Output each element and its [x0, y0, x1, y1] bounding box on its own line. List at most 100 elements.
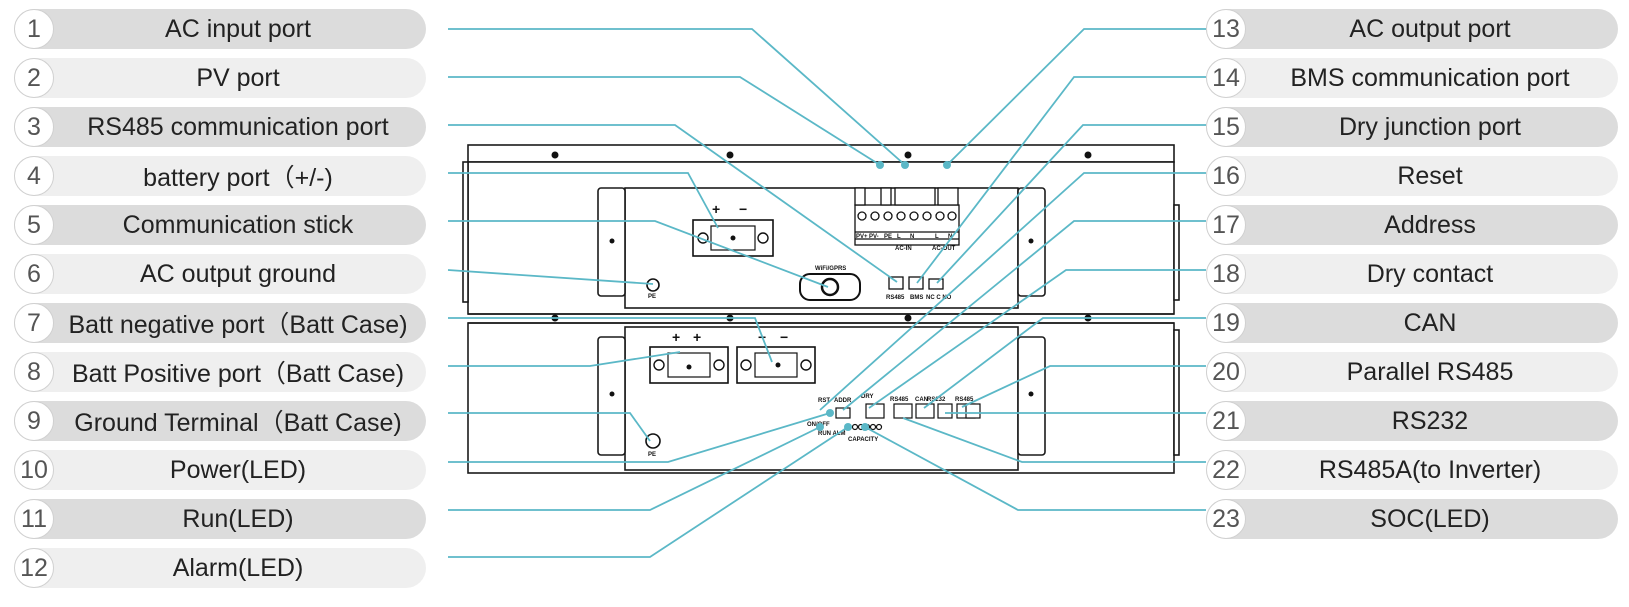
- leader-line-19: [923, 317, 1206, 409]
- callout-number: 3: [14, 107, 54, 147]
- svg-text:ADDR: ADDR: [834, 398, 852, 404]
- svg-text:PE: PE: [648, 294, 656, 300]
- callout-label: Batt Positive port（Batt Case): [71, 360, 405, 388]
- leader-line-20: [961, 365, 1206, 408]
- leader-line-4: [448, 172, 719, 229]
- svg-text:AC-IN: AC-IN: [895, 246, 912, 252]
- leader-line-23: [864, 426, 1206, 511]
- leader-lines: [447, 28, 1206, 558]
- callout-label: Dry junction port: [1338, 112, 1522, 141]
- svg-text:N: N: [910, 234, 914, 240]
- lower-control-area: [835, 403, 981, 419]
- callout-number: 16: [1206, 156, 1246, 196]
- callout-number: 20: [1206, 352, 1246, 392]
- upper-comm-labels: RS485 BMS NC C NO: [886, 295, 952, 301]
- callout-label: Communication stick: [122, 210, 354, 239]
- leader-line-18: [868, 269, 1206, 409]
- ac-pv-terminal-block: [854, 187, 960, 246]
- top-lid: [467, 144, 1175, 163]
- callout-number: 14: [1206, 58, 1246, 98]
- leader-line-11: [448, 426, 821, 511]
- callout-number: 4: [14, 156, 54, 196]
- svg-text:PE: PE: [648, 452, 656, 458]
- callout-number: 15: [1206, 107, 1246, 147]
- upper-comm-ports: [888, 276, 944, 290]
- leader-dot: [861, 423, 869, 431]
- leader-line-8: [448, 351, 681, 367]
- callout-number: 9: [14, 401, 54, 441]
- batt-positive-terminal: + +: [649, 329, 729, 384]
- callout-number: 5: [14, 205, 54, 245]
- svg-text:L: L: [935, 234, 939, 240]
- callout-label: Reset: [1397, 161, 1463, 190]
- leader-line-15: [936, 124, 1206, 284]
- left-callout-1: 1 AC input port: [14, 9, 426, 49]
- battery-minus-sign: −: [739, 201, 747, 217]
- plus-sign-2: +: [693, 329, 701, 345]
- callout-label: AC input port: [165, 14, 311, 43]
- callout-number: 6: [14, 254, 54, 294]
- svg-text:PV-: PV-: [869, 234, 879, 240]
- callout-label: AC output port: [1349, 14, 1511, 43]
- callout-label: Run(LED): [182, 504, 294, 533]
- leader-line-7: [448, 317, 773, 363]
- leader-dot: [876, 161, 884, 169]
- callout-number: 22: [1206, 450, 1246, 490]
- leader-dot: [816, 423, 824, 431]
- callout-label: Dry contact: [1366, 259, 1494, 288]
- leader-dot: [844, 423, 852, 431]
- svg-text:PV+: PV+: [856, 234, 868, 240]
- callout-number: 8: [14, 352, 54, 392]
- callout-number: 1: [14, 9, 54, 49]
- battery-plus-sign: +: [712, 201, 720, 217]
- right-callout-20: 20 Parallel RS485: [1206, 352, 1618, 392]
- leader-line-10: [448, 412, 831, 463]
- svg-text:N: N: [948, 234, 952, 240]
- svg-text:RS485: RS485: [886, 295, 905, 301]
- svg-text:DRY: DRY: [861, 394, 873, 400]
- right-callout-14: 14 BMS communication port: [1206, 58, 1618, 98]
- callout-label: Parallel RS485: [1346, 357, 1514, 386]
- svg-text:L: L: [897, 234, 901, 240]
- callout-label: BMS communication port: [1290, 63, 1570, 92]
- leader-line-3: [448, 124, 898, 283]
- callout-label: PV port: [196, 63, 280, 92]
- callout-number: 7: [14, 303, 54, 343]
- svg-text:RS232: RS232: [927, 397, 946, 403]
- callout-number: 10: [14, 450, 54, 490]
- callout-label: RS232: [1391, 406, 1469, 435]
- callout-label: Alarm(LED): [172, 553, 304, 582]
- callout-label: battery port（+/-): [143, 164, 333, 192]
- batt-ground-terminal: PE: [645, 433, 661, 458]
- ac-output-ground: PE: [646, 278, 660, 300]
- svg-text:CAPACITY: CAPACITY: [848, 437, 878, 443]
- callout-number: 23: [1206, 499, 1246, 539]
- svg-text:RS485: RS485: [955, 397, 974, 403]
- svg-text:RS485: RS485: [890, 397, 909, 403]
- leader-line-16: [819, 172, 1206, 411]
- left-callout-3: 3 RS485 communication port: [14, 107, 426, 147]
- leader-line-6: [447, 269, 654, 285]
- callout-label: CAN: [1403, 308, 1457, 337]
- callout-label: RS485 communication port: [87, 112, 389, 141]
- leader-line-17: [842, 220, 1206, 411]
- leader-dot: [943, 161, 951, 169]
- leader-line-12: [448, 426, 849, 558]
- svg-text:BMS: BMS: [910, 295, 923, 301]
- communication-stick: WiFi/GPRS: [799, 266, 861, 301]
- leader-dot: [826, 409, 834, 417]
- callout-label: Address: [1384, 210, 1476, 239]
- plus-sign-1: +: [672, 329, 680, 345]
- leader-line-22: [902, 417, 1206, 463]
- callout-label: Batt negative port（Batt Case): [68, 311, 408, 339]
